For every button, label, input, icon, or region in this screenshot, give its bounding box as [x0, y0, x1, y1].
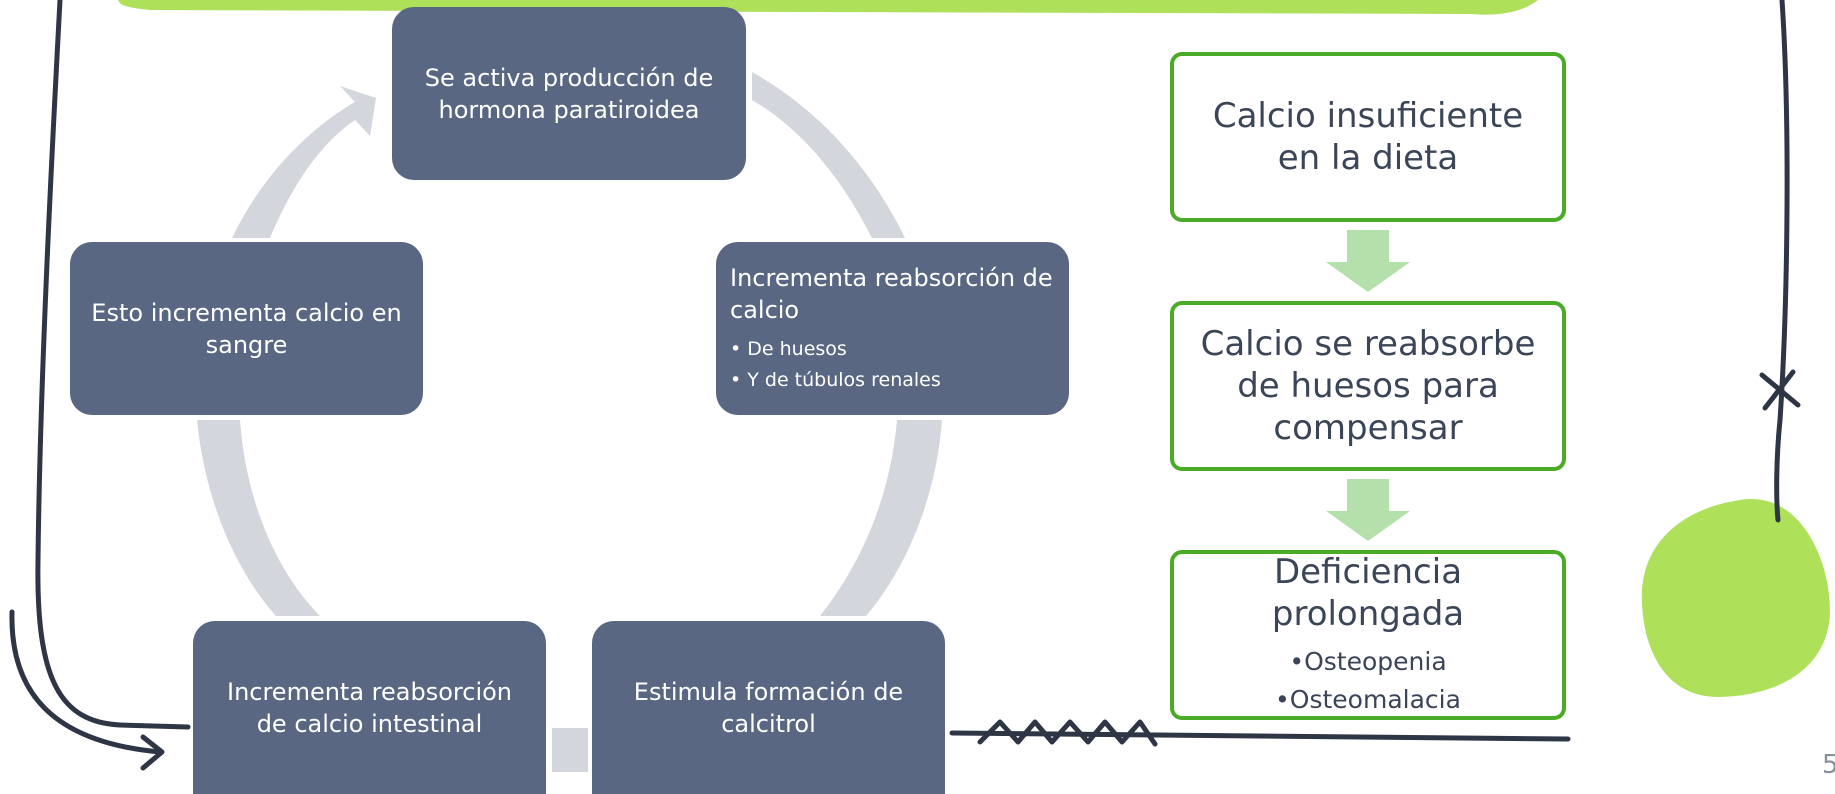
bullet-item: Osteomalacia [1275, 681, 1461, 719]
left-curved-arrow-head [140, 734, 165, 771]
right-frame-line [1774, 0, 1790, 523]
cycle-arc-right [820, 420, 942, 616]
lime-banner-shape [118, 0, 1538, 15]
cycle-node-blood-calcium-text: Esto incrementa calcio en sangre [91, 298, 402, 359]
process-arrow-1 [1326, 230, 1410, 292]
bullet-item: Y de túbulos renales [730, 365, 941, 396]
cycle-node-reabsorption-bullets: De huesos Y de túbulos renales [730, 334, 941, 396]
lime-blob-shape [1641, 499, 1830, 698]
bottom-line [949, 730, 1571, 742]
cycle-node-intestinal-text: Incrementa reabsorción de calcio intesti… [226, 677, 513, 738]
cycle-node-reabsorption: Incrementa reabsorción de calcio De hues… [716, 242, 1069, 415]
bullet-item: Osteopenia [1275, 643, 1461, 681]
x-mark-icon [1759, 369, 1801, 411]
page-number: 5 [1822, 750, 1835, 780]
left-frame-line [35, 0, 191, 730]
cycle-node-reabsorption-text: Incrementa reabsorción de calcio [730, 263, 1053, 324]
process-step-insufficient-calcium: Calcio insuficiente en la dieta [1170, 52, 1566, 222]
process-step-prolonged-deficiency: Deficiencia prolongada Osteopenia Osteom… [1170, 550, 1566, 720]
left-curved-arrow-line [9, 609, 163, 755]
process-step-2-text: Calcio se reabsorbe de huesos para compe… [1200, 324, 1536, 448]
cycle-node-calcitrol-text: Estimula formación de calcitrol [633, 677, 904, 738]
process-arrow-2 [1326, 479, 1410, 541]
cycle-node-intestinal: Incrementa reabsorción de calcio intesti… [193, 621, 546, 794]
bullet-item: De huesos [730, 334, 941, 365]
process-step-3-bullets: Osteopenia Osteomalacia [1275, 643, 1461, 719]
process-step-bone-reabsorption: Calcio se reabsorbe de huesos para compe… [1170, 301, 1566, 471]
cycle-arc-left [197, 420, 320, 616]
cycle-node-pth-text: Se activa producción de hormona paratiro… [424, 63, 714, 124]
cycle-node-pth: Se activa producción de hormona paratiro… [392, 7, 746, 180]
cycle-arc-top-left [232, 86, 376, 238]
process-step-1-text: Calcio insuficiente en la dieta [1212, 96, 1524, 178]
cycle-arc-top-right [752, 72, 905, 238]
cycle-node-calcitrol: Estimula formación de calcitrol [592, 621, 945, 794]
cycle-arc-bottom [552, 728, 588, 772]
cycle-node-blood-calcium: Esto incrementa calcio en sangre [70, 242, 423, 415]
squiggle-line [977, 719, 1158, 747]
process-step-3-text: Deficiencia prolongada [1271, 552, 1465, 634]
